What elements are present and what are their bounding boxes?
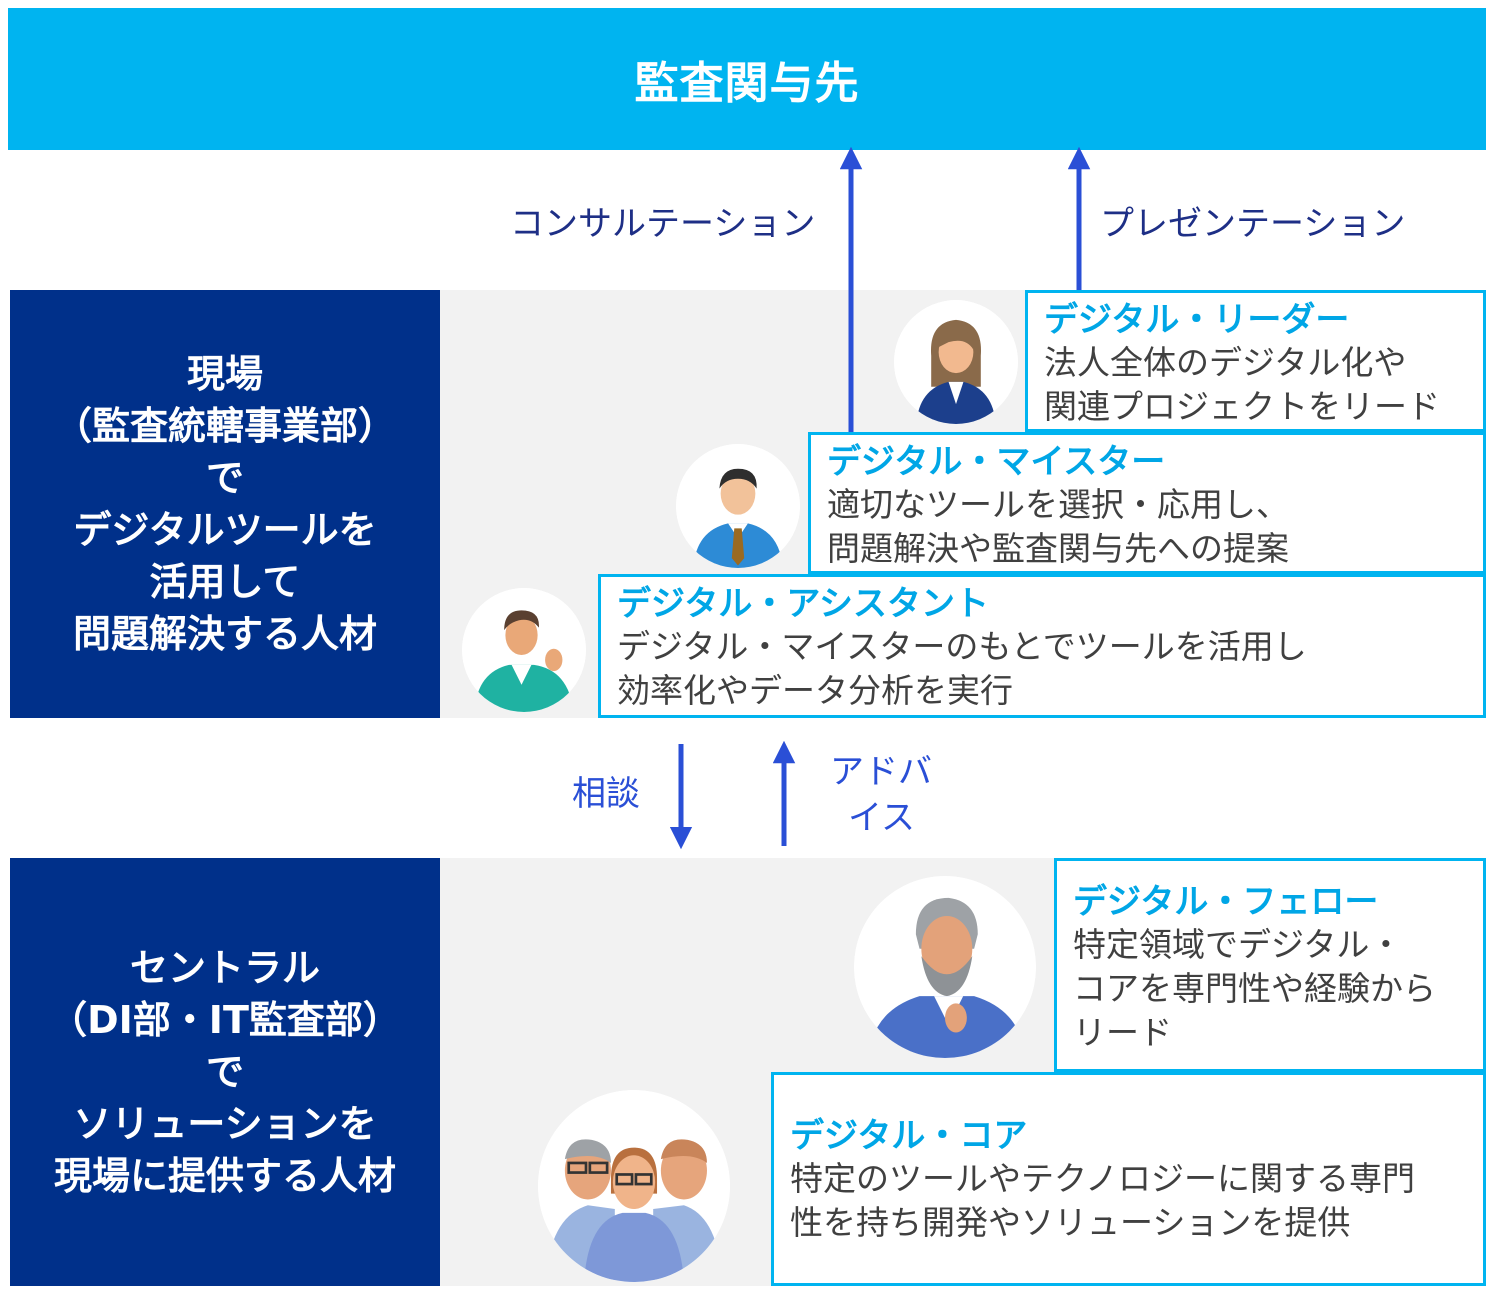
central-group-line-2: （DI部・IT監査部） (49, 998, 401, 1042)
gray-beard-man-avatar-icon (854, 876, 1036, 1058)
role-desc-fellow-3: リード (1073, 1013, 1172, 1052)
consultation-label: コンサルテーション (510, 204, 816, 244)
role-box-fellow: デジタル・フェロー 特定領域でデジタル・ コアを専門性や経験から リード (1054, 858, 1486, 1072)
role-title-assistant: デジタル・アシスタント (617, 584, 989, 624)
field-group-line-1: 現場 (186, 352, 263, 396)
central-group-line-1: セントラル (129, 946, 320, 990)
advice-label-line2: イス (848, 798, 915, 838)
role-box-meister: デジタル・マイスター 適切なツールを選択・応用し、 問題解決や監査関与先への提案 (808, 432, 1486, 574)
role-desc-leader-2: 関連プロジェクトをリード (1044, 387, 1440, 426)
field-group-box: 現場 （監査統轄事業部） でデジタルツールを活用して問題解決する人材 (10, 290, 440, 718)
field-group-line-2: （監査統轄事業部） (53, 404, 396, 448)
presentation-label: プレゼンテーション (1100, 204, 1406, 244)
client-banner: 監査関与先 (8, 8, 1486, 150)
role-desc-assistant-1: デジタル・マイスターのもとでツールを活用し (617, 627, 1307, 666)
role-title-fellow: デジタル・フェロー (1073, 882, 1379, 922)
role-desc-leader-1: 法人全体のデジタル化や (1044, 343, 1407, 382)
role-title-meister: デジタル・マイスター (827, 442, 1166, 482)
role-desc-meister-2: 問題解決や監査関与先への提案 (827, 529, 1289, 568)
young-man-avatar-icon (462, 588, 586, 712)
field-group-line-6: 問題解決する人材 (72, 612, 377, 656)
central-group-line-3: で (205, 1050, 244, 1094)
advice-label-line1: アドバ (830, 752, 932, 792)
central-group-line-4: ソリューションを (73, 1102, 377, 1146)
central-group-text: セントラル （DI部・IT監査部） でソリューションを現場に提供する人材 (49, 942, 401, 1202)
role-desc-fellow-1: 特定領域でデジタル・ (1073, 925, 1403, 964)
role-desc-fellow-2: コアを専門性や経験から (1073, 969, 1436, 1008)
client-banner-title: 監査関与先 (634, 58, 860, 109)
central-group-box: セントラル （DI部・IT監査部） でソリューションを現場に提供する人材 (10, 858, 440, 1286)
role-box-assistant: デジタル・アシスタント デジタル・マイスターのもとでツールを活用し 効率化やデー… (598, 574, 1486, 718)
role-desc-assistant-2: 効率化やデータ分析を実行 (617, 671, 1013, 710)
role-desc-core-1: 特定のツールやテクノロジーに関する専門 (790, 1159, 1416, 1198)
field-group-line-4: デジタルツールを (73, 508, 377, 552)
role-desc-meister-1: 適切なツールを選択・応用し、 (827, 485, 1289, 524)
role-box-leader: デジタル・リーダー 法人全体のデジタル化や 関連プロジェクトをリード (1025, 290, 1486, 432)
role-desc-core-2: 性を持ち開発やソリューションを提供 (790, 1203, 1351, 1242)
central-group-line-5: 現場に提供する人材 (53, 1154, 396, 1198)
role-box-core: デジタル・コア 特定のツールやテクノロジーに関する専門 性を持ち開発やソリューシ… (771, 1072, 1486, 1286)
woman-avatar-icon (894, 300, 1018, 424)
field-group-text: 現場 （監査統轄事業部） でデジタルツールを活用して問題解決する人材 (54, 348, 396, 660)
field-group-line-5: 活用して (149, 560, 301, 604)
role-title-core: デジタル・コア (790, 1116, 1028, 1156)
role-title-leader: デジタル・リーダー (1044, 300, 1350, 340)
consult-label: 相談 (572, 774, 640, 814)
field-group-line-3: で (205, 456, 244, 500)
group-avatar-icon (538, 1090, 730, 1282)
man-tie-avatar-icon (676, 444, 800, 568)
